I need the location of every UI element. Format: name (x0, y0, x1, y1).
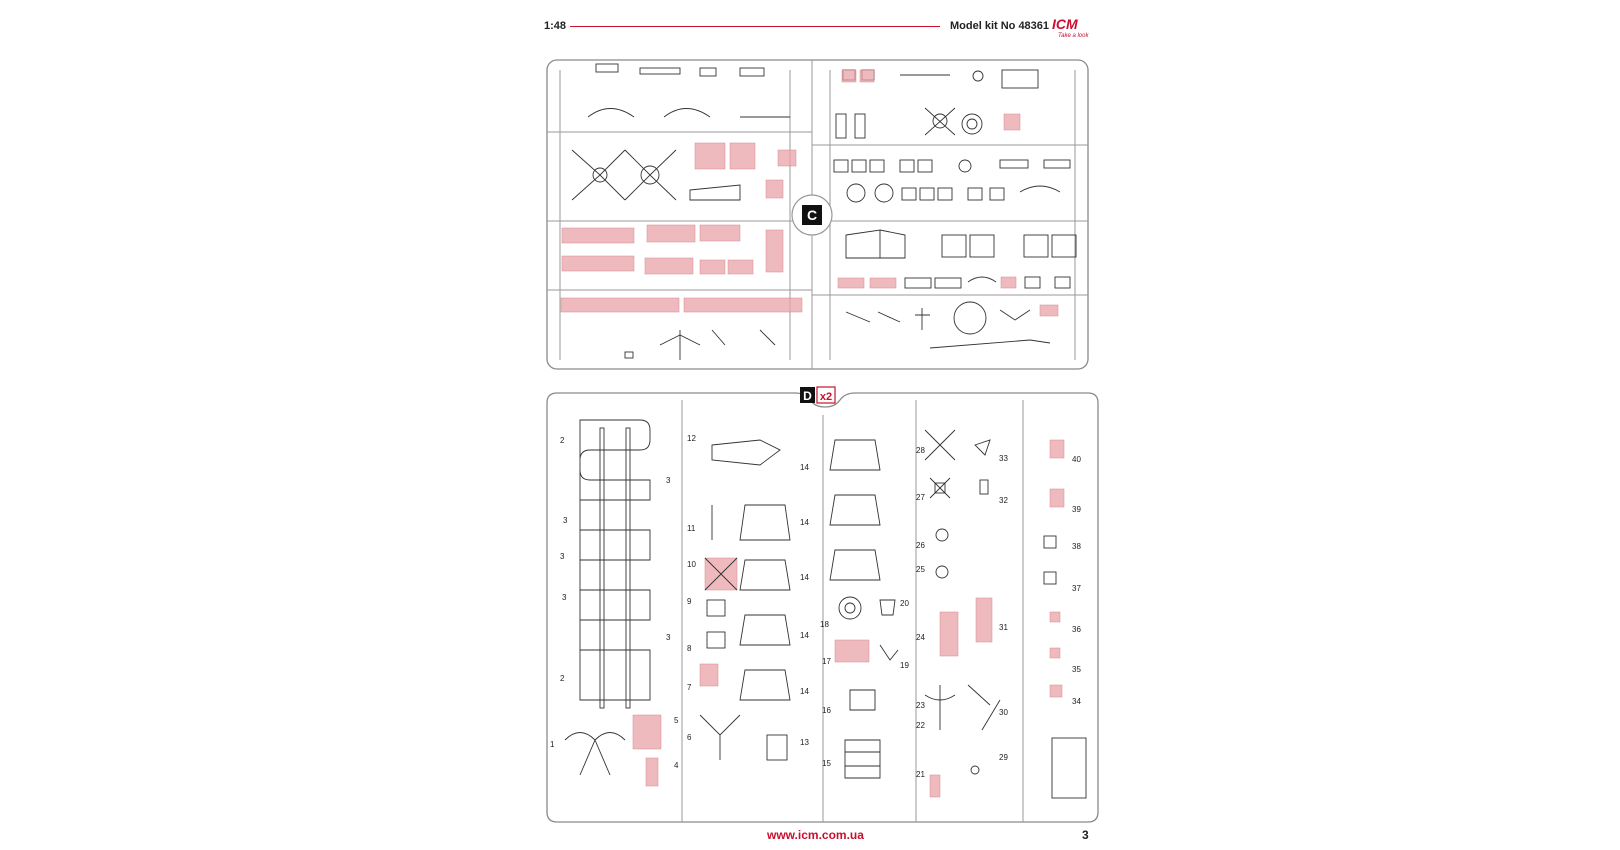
svg-text:25: 25 (916, 565, 925, 574)
icm-logo: ICM Take a look (1048, 12, 1096, 46)
svg-text:16: 16 (822, 706, 831, 715)
page-number: 3 (1082, 828, 1089, 842)
svg-text:19: 19 (900, 661, 909, 670)
sprue-c: C (546, 59, 1089, 370)
sprue-c-letter: C (807, 207, 817, 223)
svg-text:18: 18 (820, 620, 829, 629)
svg-text:7: 7 (687, 683, 692, 692)
svg-text:23: 23 (916, 701, 925, 710)
header-rule (570, 26, 940, 27)
svg-text:20: 20 (900, 599, 909, 608)
svg-text:31: 31 (999, 623, 1008, 632)
logo-brand: ICM (1052, 16, 1078, 32)
svg-text:3: 3 (666, 633, 671, 642)
svg-text:15: 15 (822, 759, 831, 768)
svg-text:28: 28 (916, 446, 925, 455)
sprue-c-frame (546, 59, 1089, 370)
kit-number-label: Model kit No 48361 (950, 20, 1050, 32)
svg-text:32: 32 (999, 496, 1008, 505)
svg-text:35: 35 (1072, 665, 1081, 674)
svg-text:39: 39 (1072, 505, 1081, 514)
svg-text:14: 14 (800, 573, 809, 582)
svg-text:1: 1 (550, 740, 555, 749)
svg-text:13: 13 (800, 738, 809, 747)
svg-text:6: 6 (687, 733, 692, 742)
svg-text:34: 34 (1072, 697, 1081, 706)
svg-text:12: 12 (687, 434, 696, 443)
svg-text:37: 37 (1072, 584, 1081, 593)
svg-text:30: 30 (999, 708, 1008, 717)
svg-text:10: 10 (687, 560, 696, 569)
svg-text:3: 3 (563, 516, 568, 525)
svg-text:27: 27 (916, 493, 925, 502)
svg-text:26: 26 (916, 541, 925, 550)
logo-tagline: Take a look (1058, 33, 1089, 39)
svg-text:9: 9 (687, 597, 692, 606)
svg-text:11: 11 (687, 524, 696, 533)
sprue-d-multiplier: x2 (820, 391, 832, 403)
svg-text:14: 14 (800, 687, 809, 696)
svg-text:8: 8 (687, 644, 692, 653)
svg-text:3: 3 (666, 476, 671, 485)
svg-text:14: 14 (800, 463, 809, 472)
svg-text:38: 38 (1072, 542, 1081, 551)
svg-text:5: 5 (674, 716, 679, 725)
svg-text:14: 14 (800, 518, 809, 527)
website-link[interactable]: www.icm.com.ua (767, 828, 864, 842)
svg-text:40: 40 (1072, 455, 1081, 464)
svg-text:22: 22 (916, 721, 925, 730)
svg-text:29: 29 (999, 753, 1008, 762)
svg-text:2: 2 (560, 674, 565, 683)
svg-text:24: 24 (916, 633, 925, 642)
sprue-d-letter: D (803, 389, 812, 403)
scale-label: 1:48 (544, 20, 567, 32)
svg-text:2: 2 (560, 436, 565, 445)
svg-text:4: 4 (674, 761, 679, 770)
sprue-d: D x2 (546, 386, 1099, 823)
svg-text:36: 36 (1072, 625, 1081, 634)
svg-text:33: 33 (999, 454, 1008, 463)
svg-text:14: 14 (800, 631, 809, 640)
svg-text:3: 3 (562, 593, 567, 602)
svg-text:21: 21 (916, 770, 925, 779)
svg-text:17: 17 (822, 657, 831, 666)
svg-text:3: 3 (560, 552, 565, 561)
sprue-d-frame (546, 392, 1099, 823)
